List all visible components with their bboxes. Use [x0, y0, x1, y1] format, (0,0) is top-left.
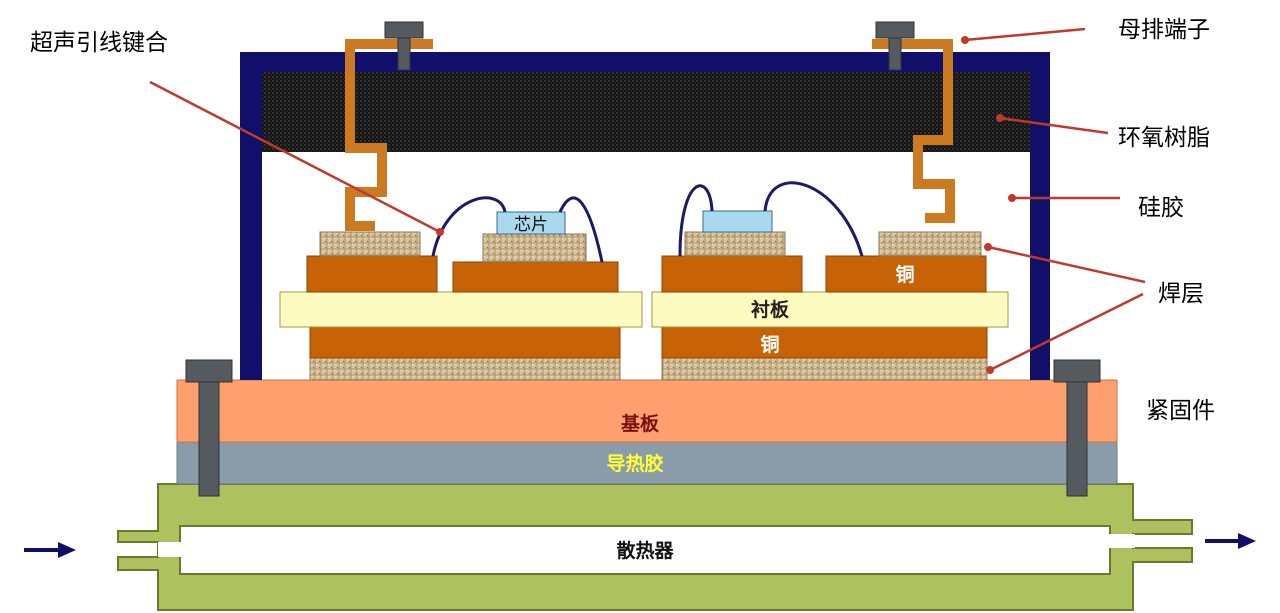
substrate-left [279, 291, 643, 328]
left-terminal-screw [384, 21, 424, 71]
heatsink-label: 散热器 [616, 539, 674, 562]
right-busbar-terminal [872, 39, 955, 223]
heatsink: 散热器 [117, 483, 1193, 611]
housing-top [240, 52, 1050, 72]
solder-layer-label: 焊层 [1158, 281, 1204, 307]
callout-lines [149, 27, 1146, 372]
chip-right [702, 210, 773, 233]
copper-top-right-b [825, 255, 987, 293]
fastener-label: 紧固件 [1146, 398, 1215, 424]
epoxy-layer [262, 72, 1030, 152]
bond-wire-right-2 [763, 181, 864, 257]
thermal-paste-layer: 导热胶 [176, 441, 1118, 485]
bond-wire-right-1 [678, 184, 714, 257]
left-busbar-terminal [345, 39, 433, 231]
copper-top-left-b [452, 261, 619, 293]
left-fastener [185, 359, 233, 497]
baseplate-label: 基板 [620, 412, 660, 435]
housing-left-wall [240, 52, 262, 380]
copper-bottom-left [309, 326, 621, 359]
housing-right-wall [1030, 52, 1050, 380]
copper-top-right-a [661, 255, 803, 293]
right-fastener [1053, 359, 1101, 497]
baseplate: 基板 [176, 379, 1118, 443]
thermal-paste-label: 导热胶 [606, 452, 663, 475]
copper-bottom-right [661, 326, 988, 359]
callout-line-solder-top [987, 245, 1146, 284]
copper-top-label: 铜 [895, 263, 914, 286]
busbar-terminal-label: 母排端子 [1118, 17, 1210, 43]
epoxy-label: 环氧树脂 [1118, 125, 1210, 151]
silicone-gel-label: 硅胶 [1138, 195, 1184, 221]
outlet-lip-cover [1108, 534, 1135, 548]
bond-wire-left-2 [558, 196, 604, 263]
substrate-label: 衬板 [751, 298, 790, 321]
coolant-inlet-arrow [24, 542, 76, 558]
solder-bottom-right [661, 357, 988, 381]
solder-top-left-b [482, 233, 587, 263]
left-dbc-stack: 芯片 [279, 211, 643, 381]
bond-wires [431, 181, 864, 263]
bond-wire-left-1 [431, 196, 507, 257]
housing [240, 52, 1050, 380]
callout-dots [436, 36, 1016, 374]
copper-bottom-label: 铜 [760, 333, 779, 356]
callout-line-solder-bottom [989, 292, 1144, 372]
callout-line-epoxy [999, 116, 1109, 135]
coolant-outlet-arrow [1205, 533, 1256, 549]
right-dbc-stack: 铜 衬板 铜 [651, 210, 1009, 381]
chip-label: 芯片 [514, 215, 548, 235]
substrate-right [651, 291, 1009, 328]
right-terminal-screw [875, 21, 915, 71]
callout-line-bonding [149, 80, 441, 234]
copper-top-left-a [306, 255, 438, 293]
ultrasonic-bonding-label: 超声引线键合 [30, 30, 168, 56]
solder-bottom-left [309, 357, 621, 381]
solder-top-right-b [878, 231, 982, 257]
chip-left [496, 211, 566, 235]
solder-top-right-a [684, 231, 786, 257]
inlet-lip-cover [158, 542, 182, 557]
solder-top-left-a [319, 231, 421, 257]
heatsink-channel [179, 525, 1111, 575]
callout-line-busbar [964, 27, 1086, 42]
